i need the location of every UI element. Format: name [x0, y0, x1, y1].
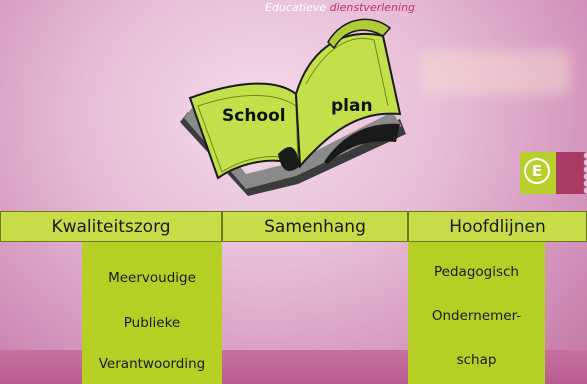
brand-accent: dienstverlening	[329, 1, 416, 14]
badge-stripe	[556, 152, 587, 194]
e-badge[interactable]: E	[520, 152, 587, 194]
background-highlight	[420, 50, 570, 95]
book-word-school: School	[222, 106, 286, 126]
open-book-icon	[180, 18, 406, 196]
tab-label: Samenhang	[264, 216, 366, 237]
tab-kwaliteitszorg[interactable]: Kwaliteitszorg	[0, 211, 222, 242]
book-word-plan: plan	[331, 96, 373, 116]
menu-item-meervoudige[interactable]: Meervoudige	[108, 270, 196, 286]
menu-item-schap[interactable]: schap	[456, 352, 497, 368]
tab-label: Kwaliteitszorg	[51, 216, 171, 237]
tab-bar: Kwaliteitszorg Samenhang Hoofdlijnen	[0, 211, 587, 242]
brand-logo-text: Educatieve dienstverlening	[265, 2, 415, 14]
brand-prefix: Educatieve	[265, 1, 330, 14]
badge-glyph: E	[531, 162, 543, 180]
schoolplan-book[interactable]: School plan	[178, 14, 408, 199]
e-circle-icon: E	[524, 158, 550, 184]
menu-item-pedagogisch[interactable]: Pedagogisch	[434, 264, 519, 280]
menu-item-verantwoording[interactable]: Verantwoording	[98, 356, 206, 372]
kwaliteitszorg-menu: Meervoudige Publieke Verantwoording	[82, 242, 222, 384]
tab-samenhang[interactable]: Samenhang	[222, 211, 408, 242]
menu-item-publieke[interactable]: Publieke	[123, 315, 181, 331]
tab-hoofdlijnen[interactable]: Hoofdlijnen	[408, 211, 587, 242]
menu-item-ondernemer[interactable]: Ondernemer-	[431, 308, 522, 324]
tab-label: Hoofdlijnen	[449, 216, 546, 237]
hoofdlijnen-menu: Pedagogisch Ondernemer- schap	[408, 242, 545, 384]
